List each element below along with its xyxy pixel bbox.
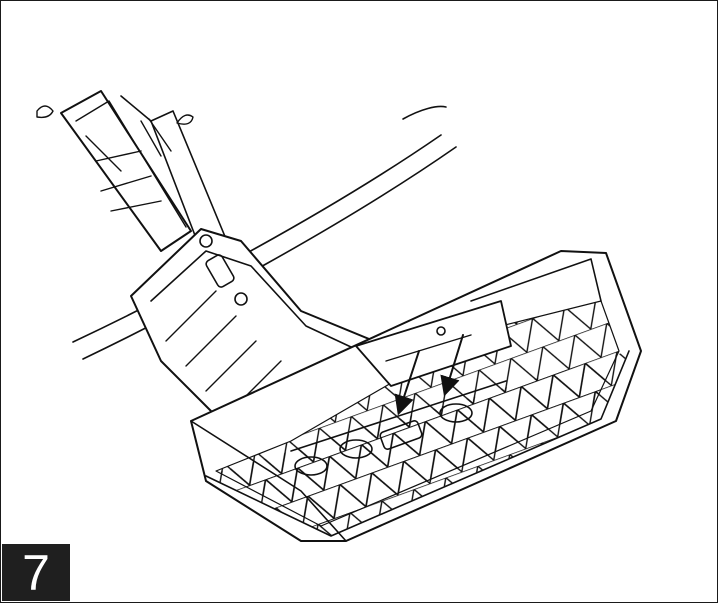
down-arrow-icon [440,334,464,397]
footplate [190,250,642,542]
curved-bar [72,105,457,360]
screw-icon [436,326,446,336]
step-number-badge: 7 [2,544,70,601]
mounting-slot [290,300,512,476]
down-arrow-icon [394,350,420,416]
upper-arm [36,90,232,252]
